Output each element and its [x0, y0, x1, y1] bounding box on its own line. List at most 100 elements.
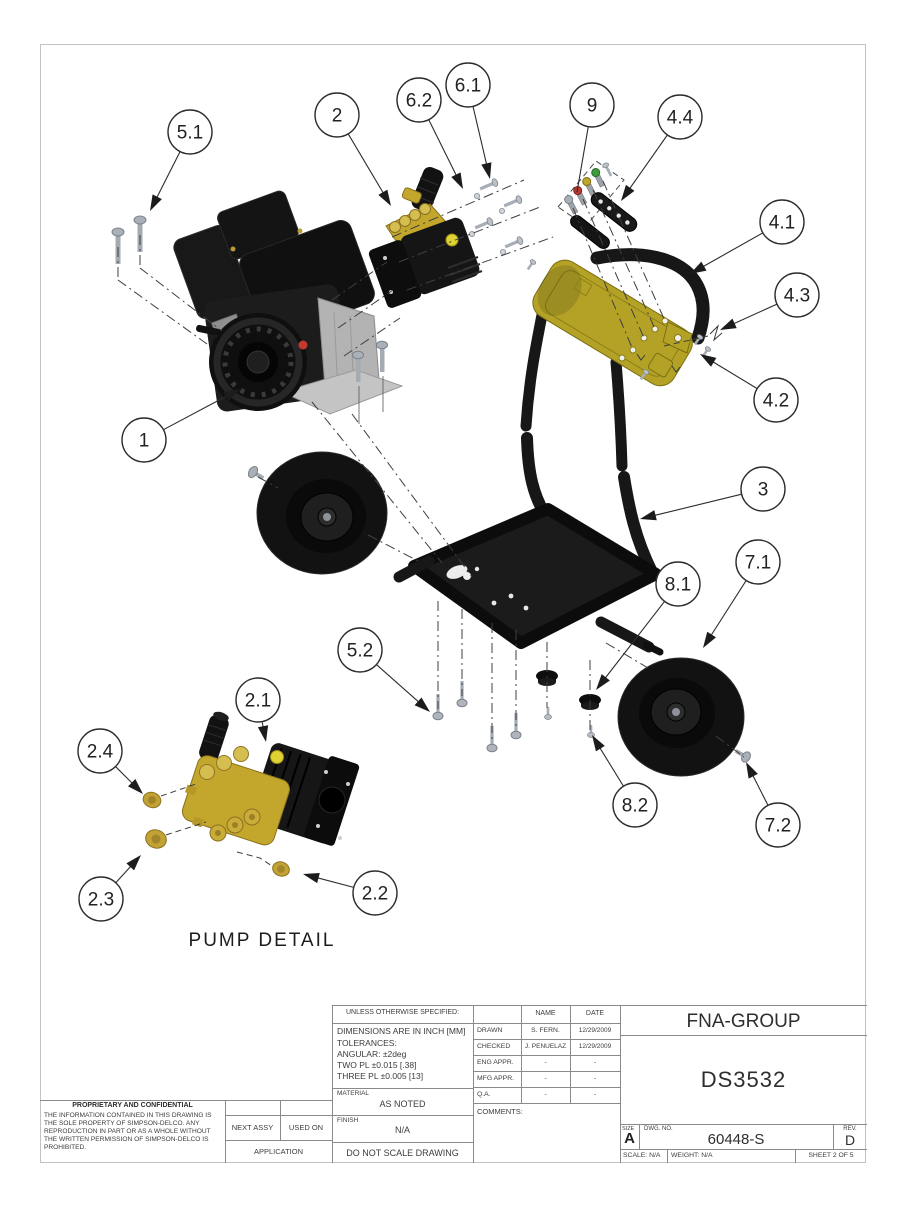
proprietary-body: THE INFORMATION CONTAINED IN THIS DRAWIN…	[44, 1112, 212, 1151]
finish-label: FINISH	[337, 1117, 359, 1124]
approval-row-label: ENG APPR.	[477, 1059, 514, 1066]
tb-line	[280, 1100, 281, 1140]
tb-line	[332, 1023, 620, 1024]
fitting-2-4	[142, 791, 162, 809]
tb-line	[225, 1100, 226, 1163]
callout-5.1: 5.1	[150, 109, 213, 211]
material-label: MATERIAL	[337, 1090, 370, 1097]
tb-line	[40, 1100, 332, 1101]
approval-row-name: J. PENUELAZ	[524, 1043, 567, 1050]
callout-2.4: 2.4	[77, 728, 143, 794]
company-name: FNA-GROUP	[686, 1011, 801, 1032]
svg-text:4.1: 4.1	[769, 213, 795, 234]
application-label: APPLICATION	[253, 1147, 304, 1156]
tb-line	[332, 1088, 473, 1089]
tb-line	[521, 1005, 522, 1103]
date-header: DATE	[585, 1010, 605, 1017]
size-label: SIZE	[622, 1126, 635, 1132]
callout-2: 2	[314, 92, 391, 206]
handle-assembly	[520, 248, 723, 472]
engine-base-bolts	[352, 340, 388, 424]
svg-text:6.2: 6.2	[406, 91, 432, 112]
callout-6.2: 6.2	[396, 77, 463, 189]
name-header: NAME	[535, 1010, 556, 1017]
pump-detail-label: PUMP DETAIL	[189, 930, 336, 951]
tb-line	[332, 1115, 473, 1116]
approval-row-label: CHECKED	[477, 1043, 511, 1050]
assembly-centerlines	[117, 179, 745, 867]
svg-text:6.1: 6.1	[455, 76, 481, 97]
callout-8.1: 8.1	[596, 561, 701, 690]
approval-row-name: -	[544, 1059, 547, 1066]
right-axle-bolt	[734, 749, 751, 763]
svg-text:2.1: 2.1	[245, 691, 271, 712]
svg-text:1: 1	[139, 431, 150, 452]
callout-8.2: 8.2	[592, 735, 658, 828]
weight-value: WEIGHT: N/A	[671, 1152, 713, 1159]
approval-row-date: -	[593, 1059, 597, 1066]
rubber-feet	[536, 670, 601, 738]
fitting-2-3	[145, 829, 167, 849]
approval-row-date: -	[593, 1091, 597, 1098]
dwg-no-value: 60448-S	[707, 1131, 765, 1148]
approval-row-date: 12/29/2009	[578, 1043, 612, 1050]
pump-mount-screws	[468, 178, 524, 255]
tb-line	[473, 1087, 620, 1088]
svg-text:2.3: 2.3	[88, 890, 114, 911]
svg-text:8.1: 8.1	[665, 575, 691, 596]
tb-line	[620, 1149, 867, 1150]
callout-5.2: 5.2	[337, 627, 430, 712]
used-on-label: USED ON	[288, 1123, 324, 1132]
nozzle-kit	[557, 160, 638, 249]
callout-4.2: 4.2	[700, 354, 799, 423]
sheet-number: SHEET 2 OF 5	[808, 1152, 854, 1159]
fitting-2-2	[272, 861, 290, 877]
finish-value: N/A	[394, 1125, 410, 1135]
svg-text:4.3: 4.3	[784, 286, 810, 307]
svg-text:2.4: 2.4	[87, 742, 114, 763]
approval-row-label: Q.A.	[477, 1091, 491, 1098]
tb-line	[833, 1124, 834, 1149]
callout-6.1: 6.1	[445, 62, 492, 179]
next-assy-label: NEXT ASSY	[231, 1123, 274, 1132]
svg-text:9: 9	[587, 96, 598, 117]
callout-4.1: 4.1	[690, 199, 805, 274]
frame-bolts	[432, 681, 522, 753]
left-axle-bolt	[247, 465, 265, 480]
tb-line	[570, 1005, 571, 1103]
rev-label: REV.	[843, 1126, 857, 1132]
callout-7.1: 7.1	[703, 539, 781, 648]
approval-row-name: -	[544, 1091, 547, 1098]
callout-2.1: 2.1	[235, 677, 281, 742]
approval-row-label: DRAWN	[477, 1027, 503, 1034]
pump-detail	[142, 711, 360, 877]
tb-line	[795, 1149, 796, 1163]
do-not-scale-note: DO NOT SCALE DRAWING	[346, 1148, 459, 1158]
tb-line	[639, 1124, 640, 1149]
callout-balloons: 5.126.26.194.44.14.34.2135.28.17.18.27.2…	[77, 62, 820, 922]
size-value: A	[624, 1130, 635, 1147]
callout-9: 9	[569, 82, 615, 193]
callout-2.3: 2.3	[78, 855, 141, 922]
angular-tolerance: ANGULAR: ±2deg	[337, 1049, 407, 1059]
tb-line	[473, 1055, 620, 1056]
tb-line	[620, 1035, 867, 1036]
engine-mount-bolts	[111, 215, 147, 264]
approval-row-name: S. FERN.	[531, 1027, 560, 1034]
callout-7.2: 7.2	[746, 762, 801, 848]
approval-row-date: 12/29/2009	[578, 1027, 612, 1034]
engine-assembly	[173, 190, 404, 415]
tb-line	[667, 1149, 668, 1163]
tb-line	[225, 1115, 332, 1116]
model-number: DS3532	[700, 1067, 787, 1092]
callout-1: 1	[121, 389, 240, 463]
callout-2.2: 2.2	[303, 870, 398, 916]
svg-text:5.1: 5.1	[177, 123, 203, 144]
approval-row-date: -	[593, 1075, 597, 1082]
tb-line	[332, 1142, 473, 1143]
comments-label: COMMENTS:	[477, 1107, 523, 1116]
spec-header: UNLESS OTHERWISE SPECIFIED:	[345, 1009, 460, 1016]
tb-line	[473, 1039, 620, 1040]
